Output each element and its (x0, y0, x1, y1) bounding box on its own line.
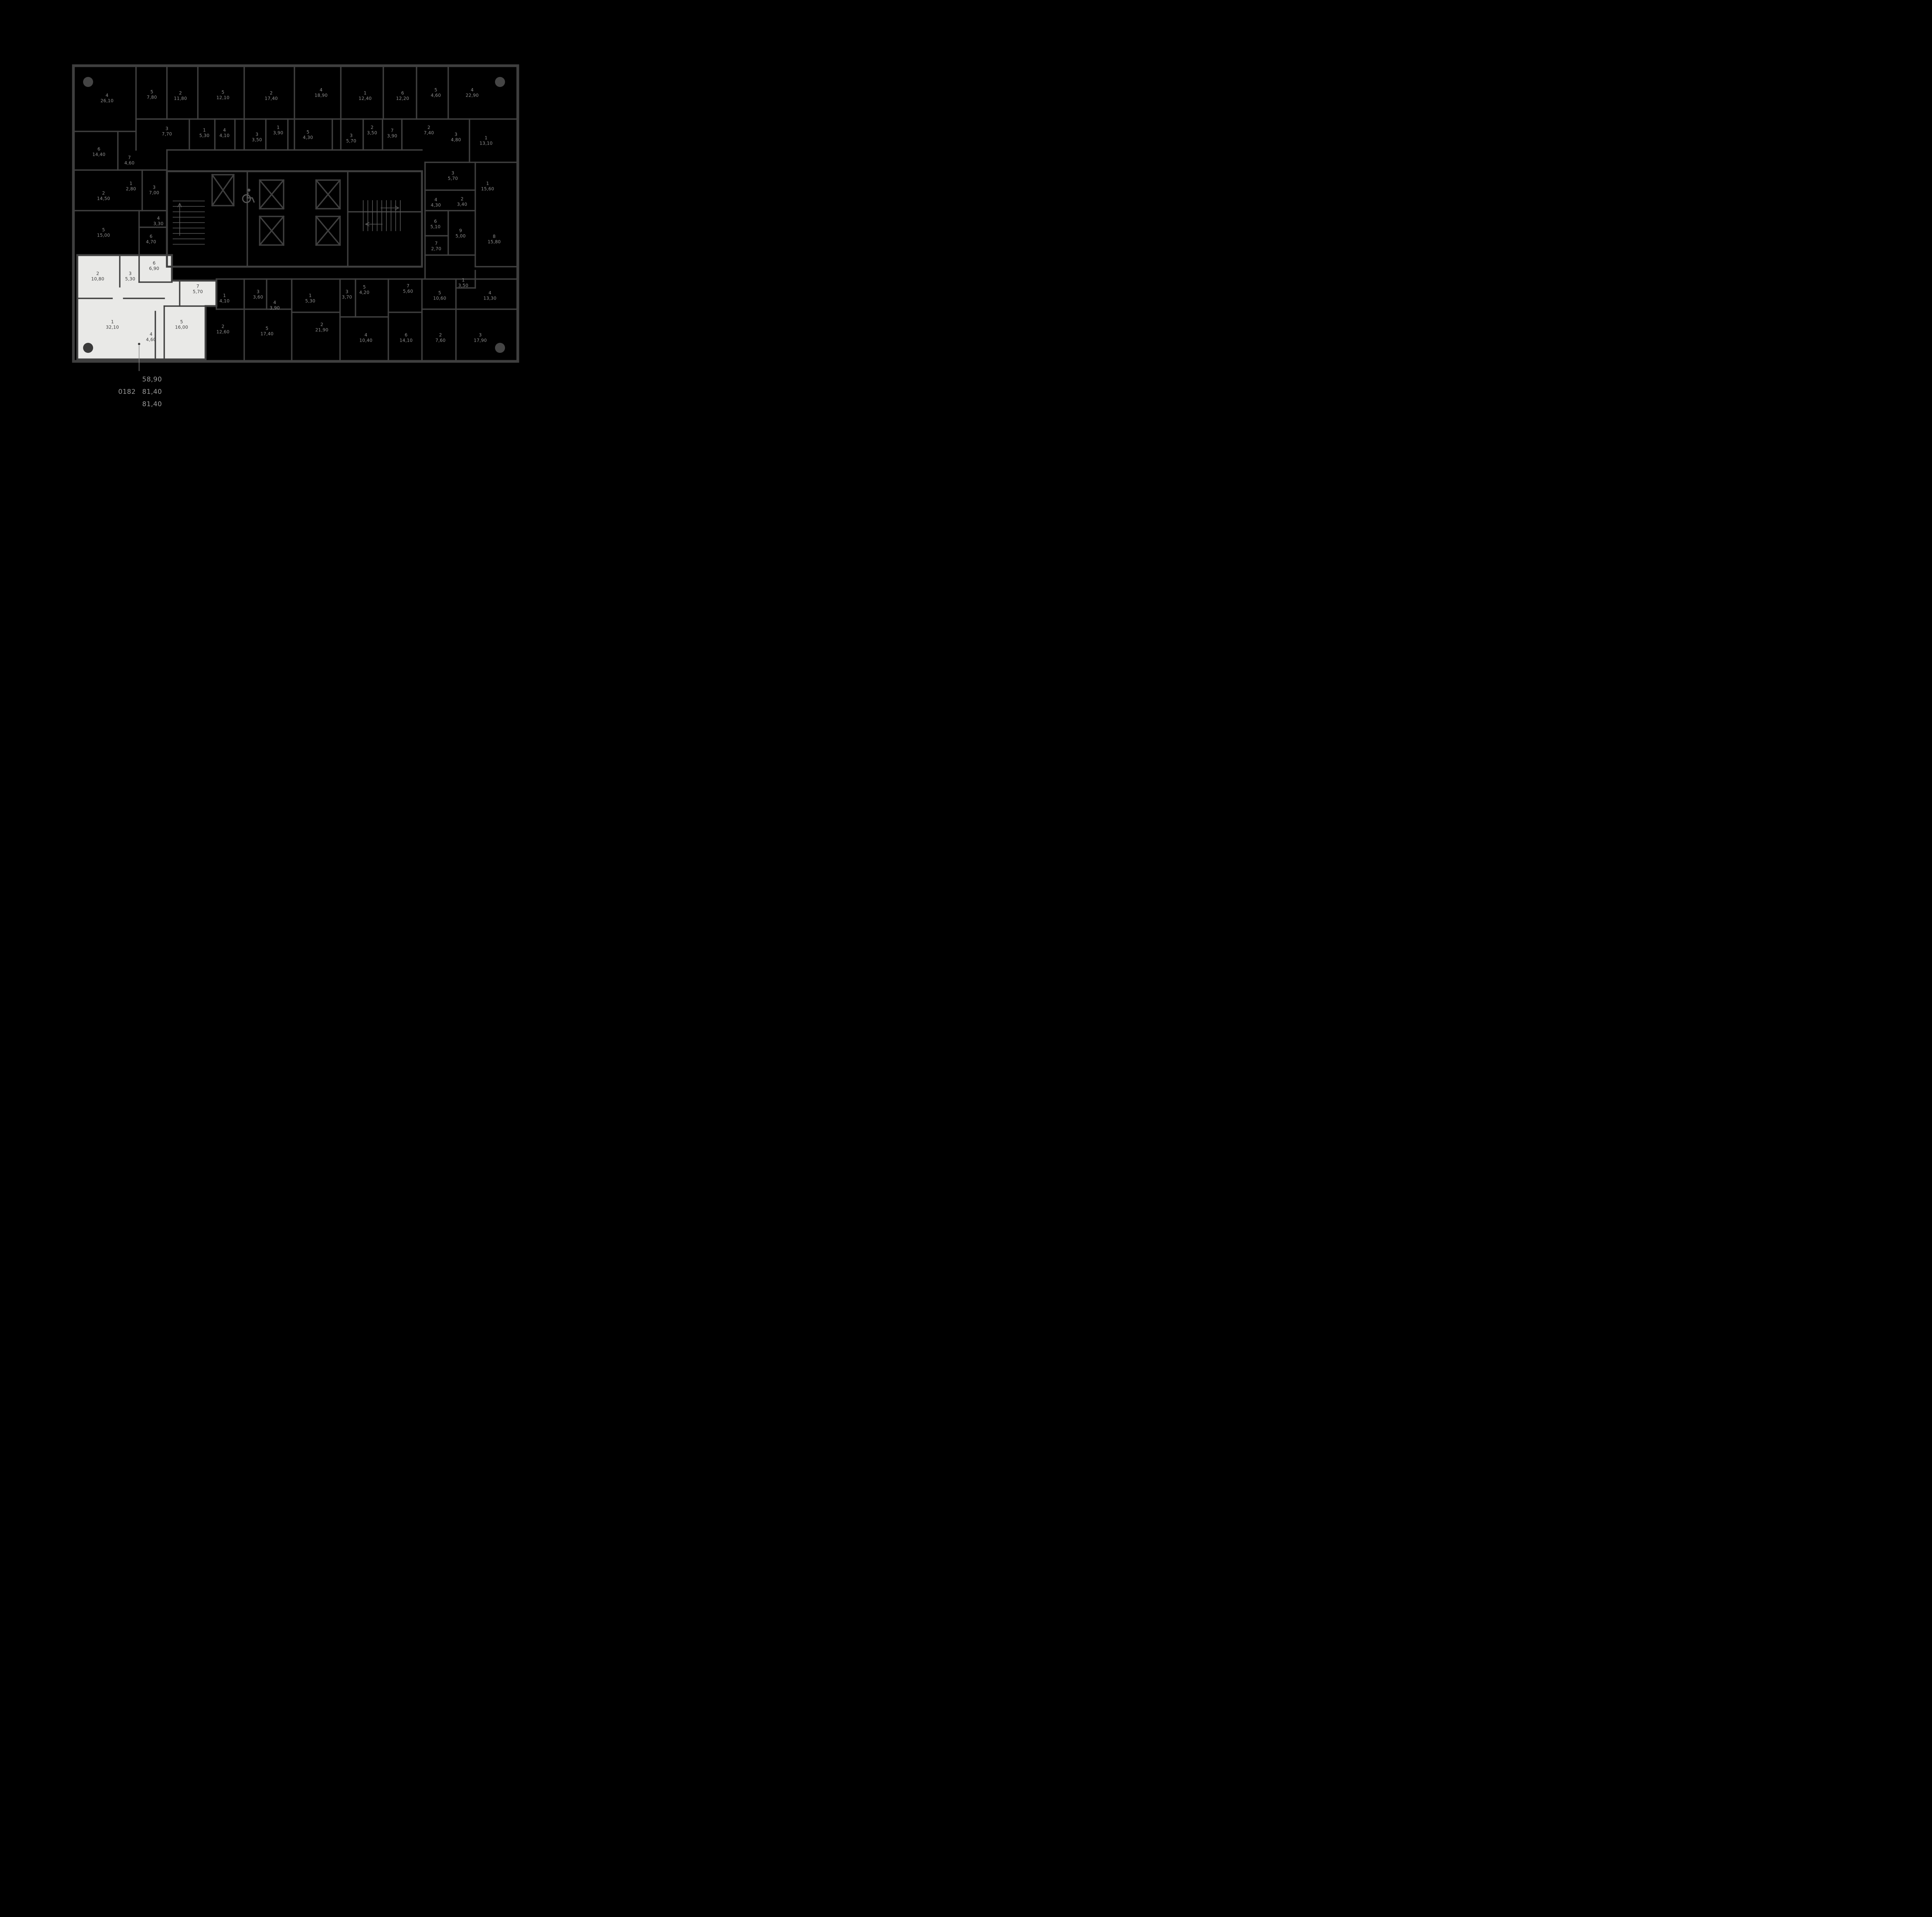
highlight-interior-walls (77, 254, 217, 360)
floorplan-drawing (72, 64, 519, 371)
column-marker (83, 77, 93, 87)
column-marker (83, 343, 93, 353)
building-outline (72, 64, 519, 363)
apartment-area-living: 58,90 (142, 376, 162, 383)
stairs-icon (173, 201, 205, 245)
apartment-id-label: 0182 (118, 388, 136, 396)
core-outline (166, 170, 423, 268)
interior-walls (73, 66, 519, 362)
stairs-icon (363, 200, 401, 231)
column-marker (495, 343, 505, 353)
leader-line (138, 343, 140, 371)
apartment-area-total: 81,40 (142, 388, 162, 396)
wheelchair-icon (242, 189, 255, 203)
elevator-icon (211, 174, 341, 246)
apartment-area-total-2: 81,40 (142, 400, 162, 408)
column-marker (495, 77, 505, 87)
